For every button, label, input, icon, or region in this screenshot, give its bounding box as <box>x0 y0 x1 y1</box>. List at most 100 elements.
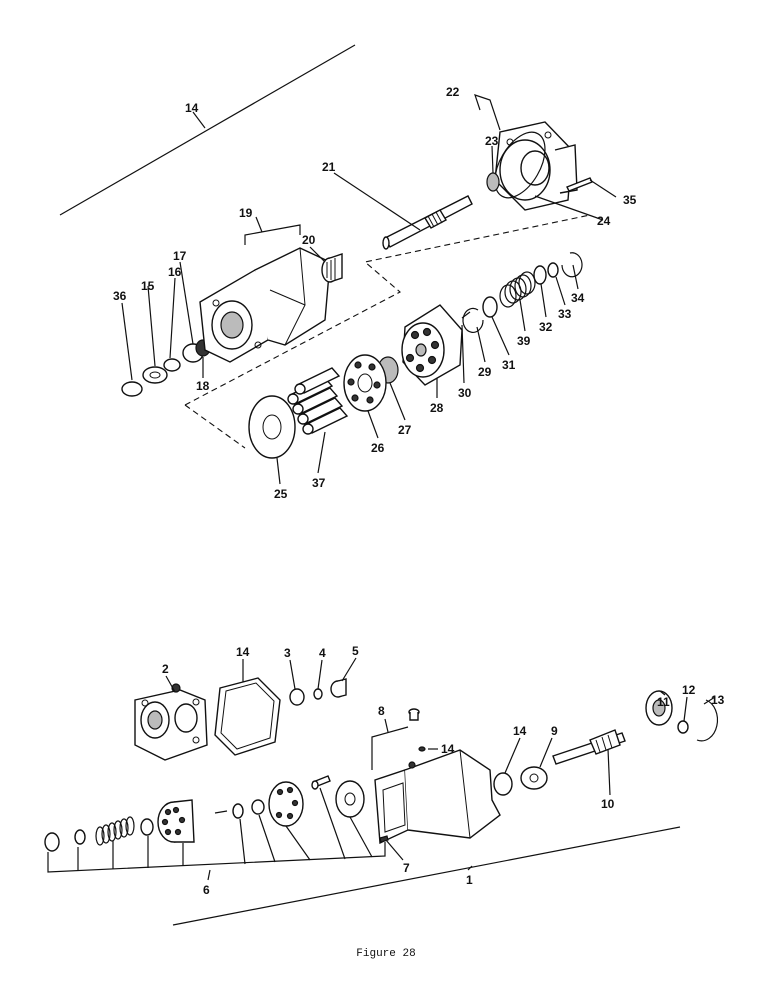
callout-8: 8 <box>378 704 385 718</box>
assembly-line-1 <box>172 826 681 926</box>
part-6-spring <box>95 816 135 846</box>
callout-25: 24 <box>597 214 611 228</box>
callout-37: 36 <box>113 289 127 303</box>
part-34-ring <box>547 262 559 278</box>
assembly-line-15 <box>59 44 356 216</box>
callout-16: 15 <box>141 279 155 293</box>
callout-9: 9 <box>551 724 558 738</box>
part-13-snap-ring <box>696 699 719 742</box>
callout-6: 6 <box>203 883 210 897</box>
part-27-retainer-plate <box>343 354 387 412</box>
part-21-bearing <box>321 253 343 283</box>
leader-15 <box>192 111 206 129</box>
callout-13: 13 <box>711 693 725 707</box>
part-6-washer-b <box>74 829 86 845</box>
callout-39: 39 <box>517 334 531 348</box>
upper-assembly <box>59 44 593 459</box>
part-32-washer <box>482 296 498 318</box>
callout-15: 14 <box>185 101 199 115</box>
callout-19: 18 <box>196 379 210 393</box>
callout-12: 12 <box>682 683 696 697</box>
part-12-ring <box>677 720 689 734</box>
bracket-8 <box>371 726 409 770</box>
callout-23: 22 <box>446 85 460 99</box>
callout-28: 27 <box>398 423 412 437</box>
callout-2: 2 <box>162 662 169 676</box>
callout-30: 29 <box>478 365 492 379</box>
callout-14-seal: 14 <box>513 724 527 738</box>
leader-1 <box>467 865 473 871</box>
part-11-bearing <box>645 690 673 726</box>
callout-1: 1 <box>466 873 473 887</box>
part-6-washer-a <box>44 832 60 852</box>
part-14-seal <box>493 772 513 796</box>
center-line-upper <box>184 214 591 406</box>
leader-lines <box>121 145 716 861</box>
part-37-snap-ring <box>121 381 143 397</box>
part-24-o-ring <box>494 131 546 199</box>
callout-20: 19 <box>239 206 253 220</box>
part-2-end-cap <box>134 683 208 761</box>
part-35-snap-ring <box>561 252 583 278</box>
part-6-retainer-plate <box>268 781 304 827</box>
callout-29: 28 <box>430 401 444 415</box>
callout-14-o-ring: 14 <box>441 742 455 756</box>
lower-assembly <box>44 677 719 926</box>
callout-31: 30 <box>458 386 472 400</box>
part-6-swash-plate <box>335 780 365 818</box>
part-6-ring-a <box>232 803 244 819</box>
callout-34: 33 <box>558 307 572 321</box>
part-5-plug <box>330 678 347 698</box>
part-3-bushing <box>289 688 305 706</box>
callout-11: 11 <box>657 695 670 709</box>
bracket-20 <box>244 224 301 245</box>
part-20-motor-housing <box>199 247 331 363</box>
callout-32: 31 <box>502 358 516 372</box>
callout-26: 25 <box>274 487 288 501</box>
bracket-23 <box>474 94 501 131</box>
callout-labels: 14 15 16 17 18 19 20 21 22 23 24 35 36 3… <box>113 85 725 897</box>
part-23-port-cover <box>494 121 578 211</box>
part-38-pistons <box>287 367 349 435</box>
callout-35: 34 <box>571 291 585 305</box>
part-30-ring <box>462 307 484 333</box>
callout-21: 20 <box>302 233 316 247</box>
part-22-shaft <box>382 195 473 250</box>
part-33-washer <box>533 265 547 285</box>
part-17-seal <box>163 358 181 372</box>
callout-10: 10 <box>601 797 615 811</box>
callout-36: 35 <box>623 193 637 207</box>
part-14-gasket <box>214 677 281 756</box>
part-29-cylinder-barrel <box>401 304 463 386</box>
part-14-o-ring <box>418 746 426 752</box>
callout-5: 5 <box>352 644 359 658</box>
bracket-6 <box>47 842 386 873</box>
callout-3: 3 <box>284 646 291 660</box>
figure-caption: Figure 28 <box>356 948 416 960</box>
callout-24: 23 <box>485 134 499 148</box>
part-8-pump-housing <box>374 749 501 845</box>
callout-18: 17 <box>173 249 187 263</box>
part-24-gear <box>486 172 500 192</box>
callout-7: 7 <box>403 861 410 875</box>
callout-17: 16 <box>168 265 182 279</box>
callout-14-gasket: 14 <box>236 645 250 659</box>
part-6-cylinder-barrel <box>157 799 195 843</box>
part-6-pin <box>214 810 228 814</box>
part-39-spring <box>499 271 536 308</box>
part-26-swash-plate <box>248 395 296 459</box>
part-10-shaft <box>552 729 626 765</box>
part-6-washer-c <box>140 818 154 836</box>
callout-27: 26 <box>371 441 385 455</box>
part-8-plug <box>408 708 420 721</box>
callout-38: 37 <box>312 476 326 490</box>
part-6-ring-b <box>251 799 265 815</box>
callout-22: 21 <box>322 160 336 174</box>
callout-33: 32 <box>539 320 553 334</box>
callout-4: 4 <box>319 646 326 660</box>
part-6-piston <box>311 775 331 790</box>
part-9-washer <box>520 766 548 790</box>
part-16-washer <box>142 366 168 384</box>
part-4-o-ring <box>313 688 323 700</box>
